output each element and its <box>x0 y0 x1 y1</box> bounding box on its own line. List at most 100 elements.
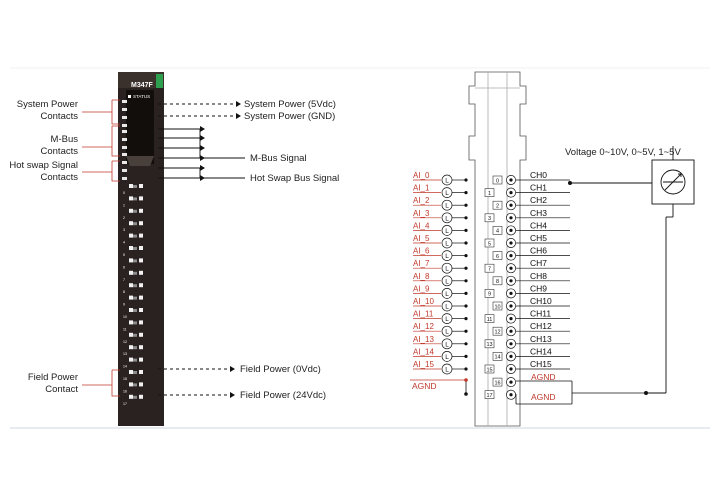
terminal-release-left <box>129 332 133 337</box>
terminal-screw-center <box>509 304 513 308</box>
wire-node <box>464 291 468 295</box>
slot-number: 0 <box>123 191 125 195</box>
mbus-label-1: M-Bus <box>51 134 79 145</box>
terminal-screw-center <box>509 291 513 295</box>
terminal-screw-center <box>509 254 513 258</box>
terminal-release-left <box>129 196 133 201</box>
voltage-source <box>568 146 695 394</box>
terminal-hole <box>133 185 137 188</box>
wire-node <box>464 241 468 245</box>
voltage-label: Voltage 0~10V, 0~5V, 1~5V <box>565 147 681 158</box>
ai-label: AI_3 <box>413 209 430 218</box>
channel-label: CH4 <box>530 220 547 230</box>
terminal-release-right <box>139 208 143 213</box>
terminal-block <box>468 71 527 427</box>
terminal-release-left <box>129 295 133 300</box>
ai-label: AI_8 <box>413 272 430 281</box>
channel-label: CH15 <box>530 359 552 369</box>
slot-number: 17 <box>123 402 127 406</box>
terminal-release-left <box>129 270 133 275</box>
slot-number: 9 <box>123 303 125 307</box>
terminal-number-box <box>492 352 503 361</box>
wire-node <box>464 279 468 283</box>
module-contact <box>122 177 127 180</box>
terminal-release-right <box>139 345 143 350</box>
slot-number: 5 <box>123 253 125 257</box>
terminal-hole <box>133 259 137 263</box>
sys-power-gnd-label: System Power (GND) <box>244 111 335 122</box>
module-contact <box>122 161 127 164</box>
left-labels: System Power Contacts M-Bus Contacts Hot… <box>9 99 78 395</box>
terminal-number: 8 <box>496 279 499 285</box>
terminal-number: 14 <box>494 355 500 361</box>
terminal-screw-center <box>509 241 513 245</box>
module-model-label: M347F <box>131 82 154 89</box>
terminal-screw-center <box>509 393 513 397</box>
terminal-release-right <box>139 221 143 226</box>
terminal-release-right <box>139 382 143 387</box>
terminal-number-box <box>492 175 503 185</box>
terminal-release-right <box>139 258 143 263</box>
module-contact <box>122 138 127 141</box>
terminal-release-right <box>139 308 143 312</box>
slot-number: 2 <box>123 216 125 220</box>
channel-label: CH6 <box>530 246 547 256</box>
ai-label: AI_7 <box>413 259 430 268</box>
terminal-release-left <box>129 308 133 312</box>
wire-node <box>464 367 468 371</box>
terminal-number: 4 <box>496 229 499 235</box>
hotswap-label-1: Hot swap Signal <box>9 160 78 171</box>
terminal-release-left <box>129 246 133 250</box>
terminal-number-box <box>484 263 495 273</box>
load-marker: L <box>445 203 449 210</box>
terminal-screw-center <box>509 354 513 358</box>
terminal-number-box <box>484 213 495 223</box>
ai-label: AI_9 <box>413 284 430 293</box>
field-power-0v-label: Field Power (0Vdc) <box>240 364 321 375</box>
terminal-release-left <box>129 258 133 263</box>
terminal-screw-center <box>509 228 513 232</box>
wire-node <box>464 354 468 358</box>
slot-number: 1 <box>123 203 125 207</box>
load-marker: L <box>445 228 449 235</box>
load-marker: L <box>445 178 449 185</box>
terminal-release-right <box>139 270 143 275</box>
terminal-number: 16 <box>494 380 500 386</box>
terminal-release-left <box>129 221 133 226</box>
slot-number: 13 <box>123 352 127 356</box>
terminal-release-left <box>129 233 133 238</box>
slot-number: 6 <box>123 265 125 269</box>
terminal-number-box <box>492 251 503 260</box>
module-contact <box>122 116 127 119</box>
channel-label: CH13 <box>530 334 552 344</box>
terminal-release-right <box>139 196 143 201</box>
terminal-number: 2 <box>496 204 499 210</box>
terminal-number: 6 <box>496 254 499 260</box>
slot-number: 15 <box>123 377 127 381</box>
load-marker: L <box>445 266 449 273</box>
terminal-number-box <box>492 226 503 235</box>
terminal-release-right <box>139 332 143 337</box>
agnd-left-label: AGND <box>412 381 437 391</box>
hotswap-label-2: Contacts <box>41 172 79 183</box>
mbus-signal-label: M-Bus Signal <box>250 153 307 164</box>
terminal-hole <box>133 284 137 288</box>
slot-number: 8 <box>123 290 125 294</box>
wiring-rows: AI_0LAI_1LAI_2LAI_3LAI_4LAI_5LAI_6LAI_7L… <box>413 170 570 400</box>
terminal-hole <box>133 321 137 325</box>
terminal-screw-center <box>509 342 513 346</box>
terminal-screw-center <box>509 216 513 220</box>
terminal-release-left <box>129 184 133 188</box>
terminal-number-box <box>484 188 495 197</box>
terminal-hole <box>133 333 137 337</box>
terminal-release-right <box>139 246 143 250</box>
terminal-number: 15 <box>486 367 492 373</box>
wire-node <box>464 254 468 258</box>
channel-label: CH14 <box>530 346 552 356</box>
wire-node <box>464 304 468 308</box>
load-marker: L <box>445 329 449 336</box>
channel-label: CH3 <box>530 208 547 218</box>
channel-label: CH2 <box>530 195 547 205</box>
